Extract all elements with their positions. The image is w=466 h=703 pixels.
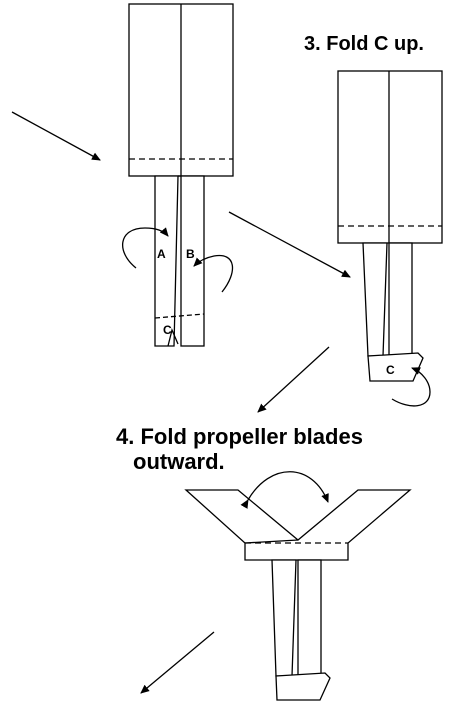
step3-right-strip (388, 242, 413, 357)
step2-c-fold-line (154, 313, 205, 319)
step2-curl-arrow-b (193, 254, 234, 293)
flap-label-c-step3: C (386, 363, 395, 377)
step4-title-line1: 4. Fold propeller blades (116, 424, 363, 449)
flap-label-a: A (157, 247, 166, 261)
step4-double-arrow (240, 471, 329, 509)
step3-left-strip (362, 242, 388, 357)
transition-arrow-3-to-4 (257, 346, 330, 413)
step4-title-line2: outward. (133, 449, 225, 474)
step2-flap-b (180, 175, 205, 347)
transition-arrow-2-to-3 (228, 211, 351, 278)
step4-flap-c (275, 672, 331, 701)
step4-figure (184, 471, 412, 701)
step4-propeller-blades (184, 489, 412, 561)
flap-label-b: B (186, 247, 195, 261)
step3-flap-c (367, 352, 424, 382)
step4-right-strip (297, 559, 322, 677)
step3-body (337, 70, 443, 244)
transition-arrow-step4-out (140, 631, 215, 694)
step2-curl-arrow-a (121, 227, 169, 269)
step3-title: 3. Fold C up. (304, 33, 424, 55)
pointer-arrow-step2 (11, 111, 101, 161)
step4-left-strip (271, 559, 297, 677)
step2-flap-a (154, 175, 179, 347)
step2-figure (121, 3, 234, 347)
step3-curl-arrow-c (391, 367, 431, 407)
step3-figure (337, 70, 443, 407)
step2-c-corner (167, 327, 179, 347)
step4-blade-crease-left (244, 539, 299, 544)
flap-label-c-step2: C (163, 323, 172, 337)
